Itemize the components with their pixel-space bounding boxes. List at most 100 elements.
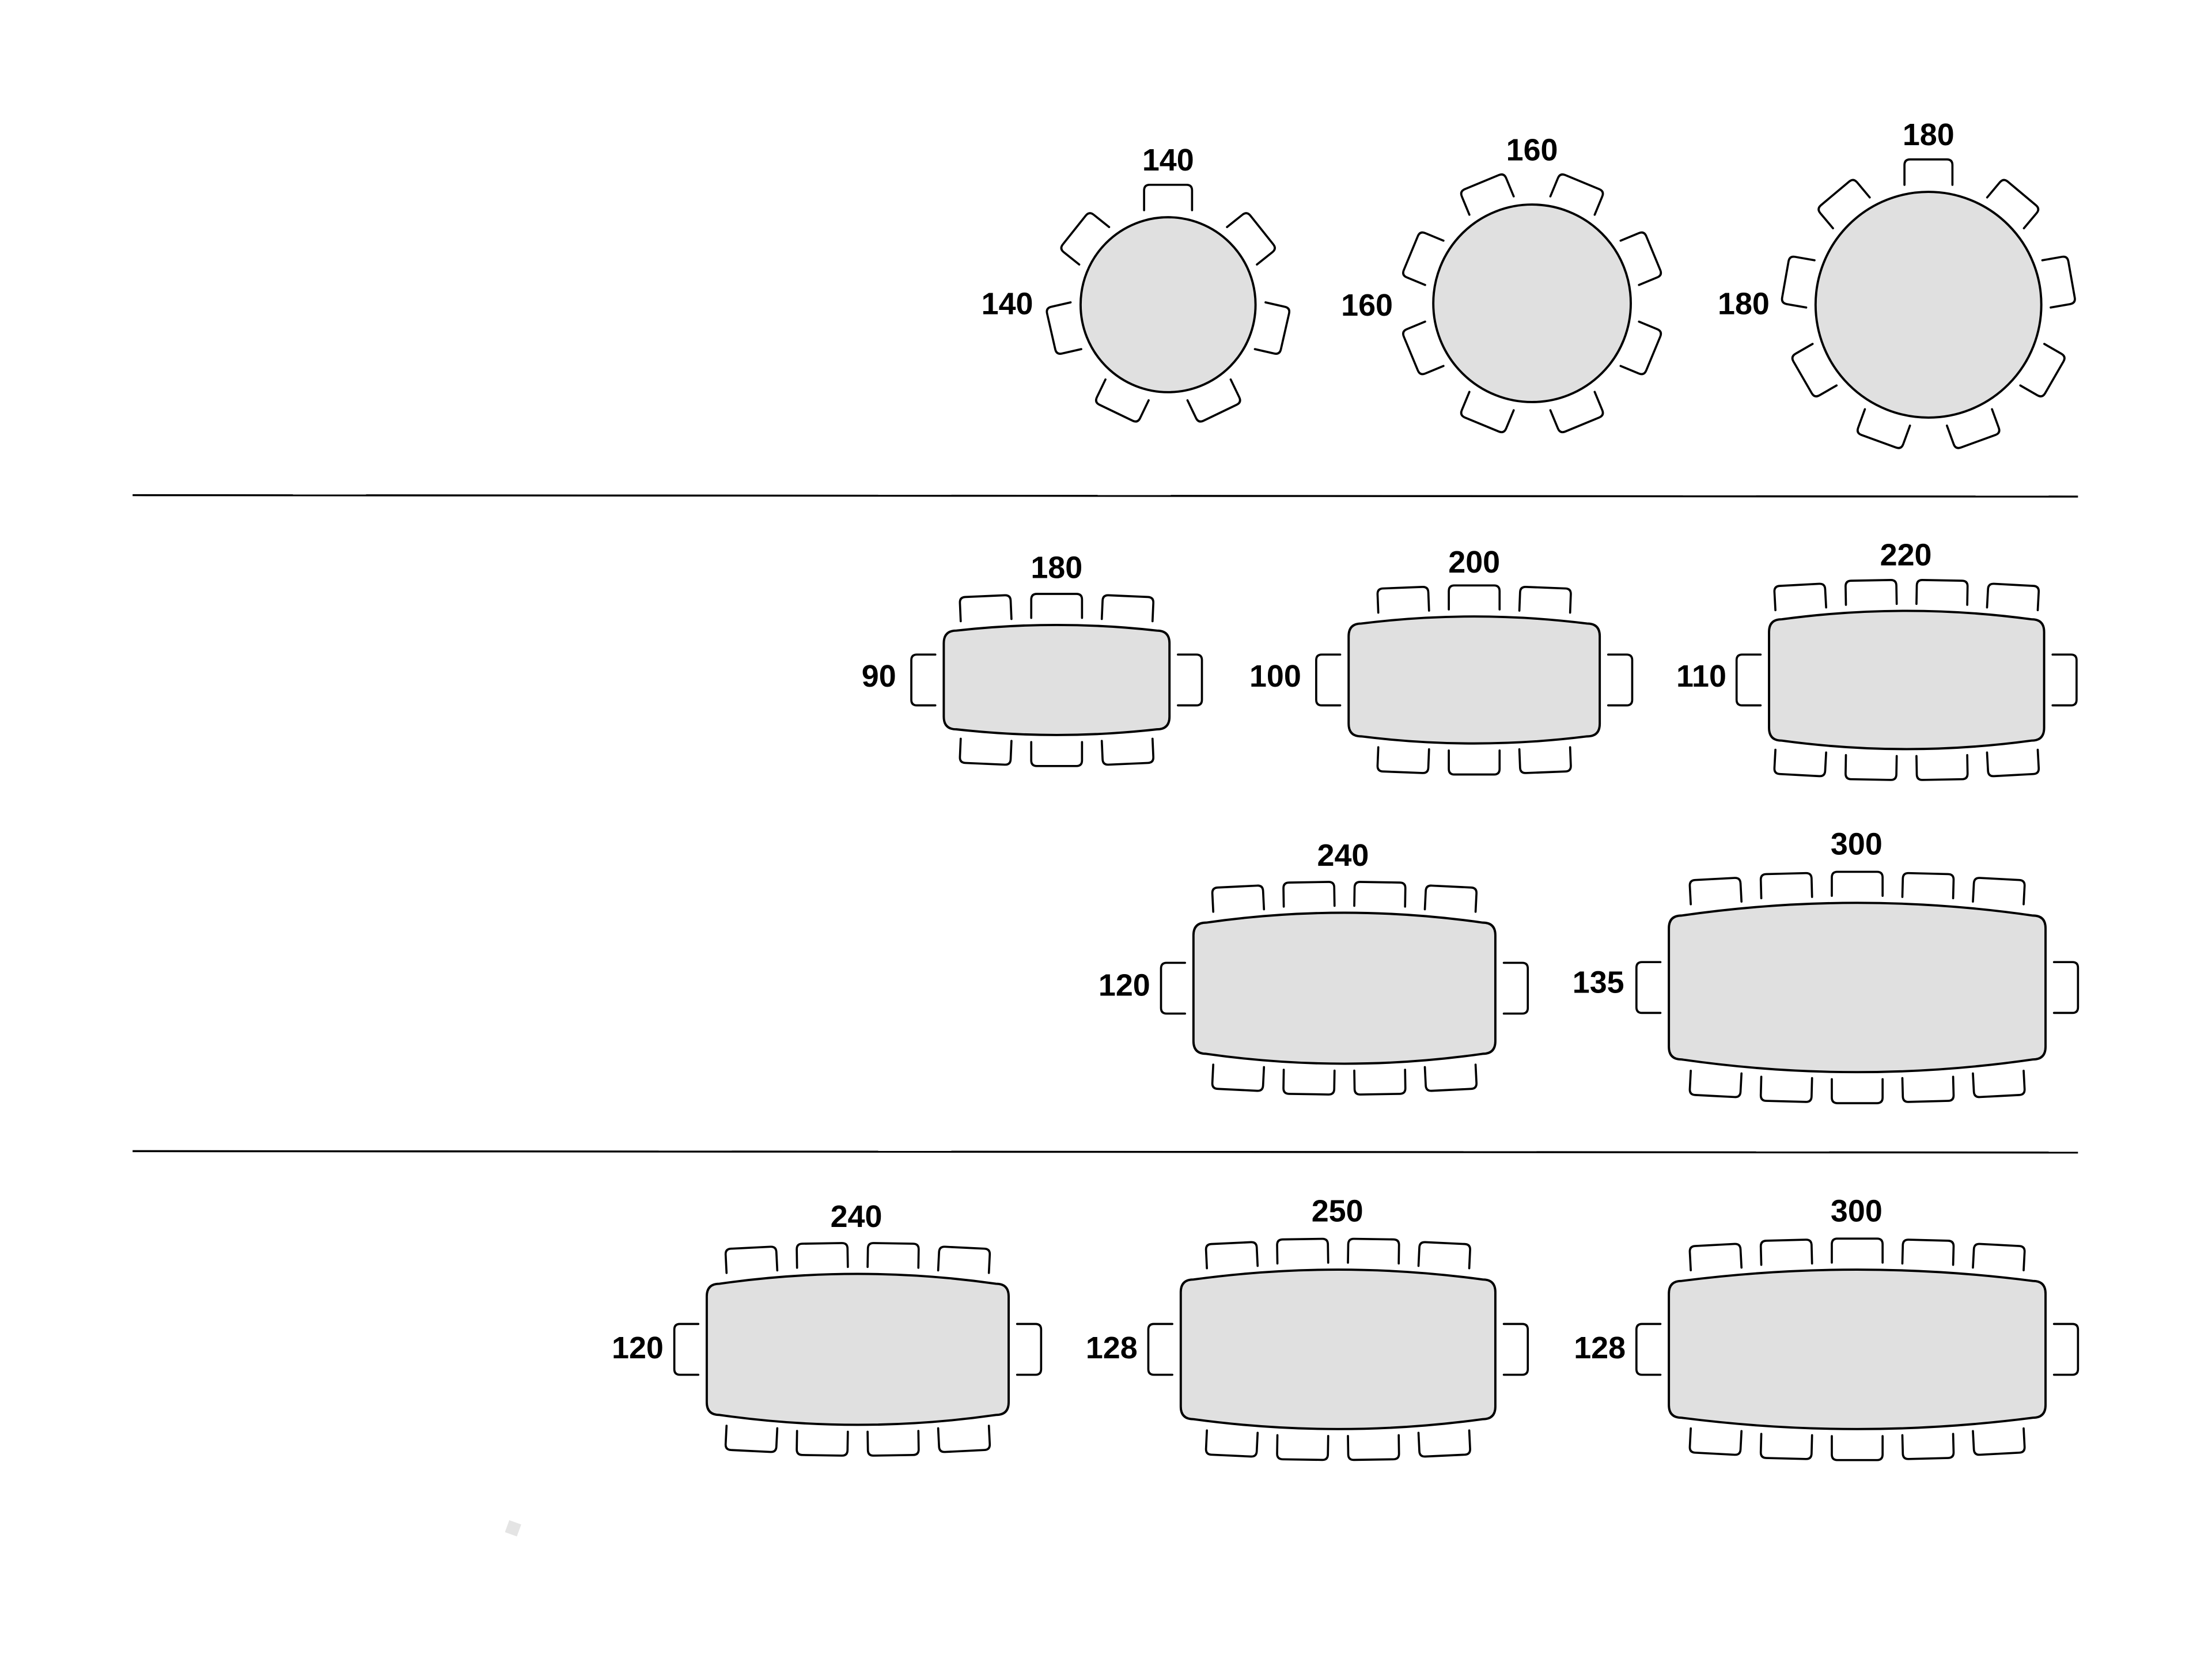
chair-icon <box>1915 579 1969 606</box>
chair-icon <box>1986 179 2040 230</box>
chair-icon <box>1211 884 1266 913</box>
chair-icon <box>724 1245 779 1274</box>
chair-icon <box>1831 1237 1884 1264</box>
chair-icon <box>1972 1427 2026 1456</box>
chair-icon <box>1282 1069 1336 1096</box>
chair-icon <box>1688 1427 1743 1456</box>
chair-icon <box>1282 881 1336 908</box>
chair-icon <box>2051 653 2078 707</box>
chair-icon <box>1901 872 1955 900</box>
chair-icon <box>1986 748 2040 778</box>
round-tabletop <box>1432 203 1632 403</box>
chair-icon <box>1759 1433 1813 1460</box>
chair-icon <box>1502 961 1529 1015</box>
chair-icon <box>937 1425 991 1453</box>
chair-icon <box>1549 391 1604 434</box>
chair-icon <box>1353 1069 1407 1096</box>
rect-tabletop <box>1347 615 1601 745</box>
dimension-label: 100 <box>1249 659 1301 694</box>
chair-icon <box>1915 754 1969 781</box>
chair-icon <box>1502 1323 1529 1376</box>
chair-icon <box>866 1430 920 1457</box>
dimension-label: 110 <box>1676 659 1726 694</box>
rect-tabletop <box>942 623 1171 736</box>
chair-icon <box>1688 877 1743 906</box>
chair-icon <box>1060 212 1111 266</box>
chair-icon <box>1417 1429 1471 1458</box>
chair-icon <box>1688 1069 1743 1099</box>
chair-icon <box>1781 255 1816 309</box>
chair-icon <box>1347 1237 1400 1265</box>
chair-icon <box>1143 183 1194 211</box>
chair-icon <box>724 1425 779 1453</box>
watermark-mark <box>505 1520 521 1537</box>
dimension-label: 128 <box>1086 1331 1138 1365</box>
chair-icon <box>796 1430 849 1457</box>
round-tabletop <box>1814 191 2043 419</box>
dimension-label: 180 <box>1031 551 1082 585</box>
chair-icon <box>1607 653 1634 707</box>
chair-icon <box>1856 408 1911 449</box>
dimension-label: 250 <box>1312 1194 1363 1228</box>
chair-icon <box>1147 1323 1173 1376</box>
chair-icon <box>1635 1323 1662 1376</box>
rect-tabletop <box>705 1272 1010 1426</box>
chair-icon <box>1972 1243 2026 1271</box>
chair-icon <box>1831 1435 1884 1461</box>
chair-icon <box>796 1242 849 1269</box>
chair-icon <box>1972 1069 2026 1099</box>
chair-icon <box>1791 343 1838 397</box>
chair-icon <box>1619 320 1662 376</box>
chair-icon <box>1100 594 1155 623</box>
chair-icon <box>1844 579 1898 606</box>
chair-icon <box>1030 741 1084 767</box>
chair-icon <box>1518 746 1572 774</box>
dimension-label: 90 <box>862 659 896 694</box>
section-divider <box>132 1150 2078 1154</box>
chair-icon <box>2052 1323 2080 1376</box>
chair-icon <box>1688 1243 1743 1271</box>
chair-icon <box>1276 1237 1330 1265</box>
chair-icon <box>1276 1434 1330 1461</box>
chair-icon <box>1831 870 1884 897</box>
chair-icon <box>1376 586 1430 614</box>
chair-icon <box>1402 231 1445 286</box>
chair-icon <box>1986 582 2040 612</box>
dimension-label: 240 <box>831 1199 882 1234</box>
dimension-label: 120 <box>612 1331 664 1365</box>
chair-icon <box>1945 408 2001 449</box>
chair-icon <box>1735 653 1762 707</box>
chair-icon <box>1549 173 1604 216</box>
dimension-label: 180 <box>1718 287 1770 321</box>
chair-icon <box>1347 1434 1400 1461</box>
chair-icon <box>1016 1323 1043 1376</box>
chair-icon <box>1759 1075 1813 1103</box>
dimension-label: 180 <box>1903 118 1955 152</box>
chair-icon <box>1423 884 1478 913</box>
chair-icon <box>1448 584 1501 611</box>
chair-icon <box>1460 173 1515 216</box>
rect-tabletop <box>1668 902 2047 1074</box>
round-table-180: 180 180 <box>1718 118 2076 449</box>
chair-icon <box>1635 961 1662 1014</box>
dimension-label: 135 <box>1573 965 1624 1000</box>
chair-icon <box>1353 881 1407 908</box>
chair-icon <box>1901 1238 1955 1266</box>
chair-icon <box>1831 1078 1884 1104</box>
chair-icon <box>1773 748 1827 778</box>
chair-icon <box>1315 653 1342 707</box>
dimension-label: 300 <box>1831 1194 1883 1228</box>
chair-icon <box>1759 1238 1813 1266</box>
dimension-label: 160 <box>1506 133 1558 168</box>
section-divider <box>132 494 2078 498</box>
chair-icon <box>1205 1241 1259 1270</box>
chair-icon <box>1423 1063 1478 1092</box>
chair-icon <box>866 1242 920 1269</box>
